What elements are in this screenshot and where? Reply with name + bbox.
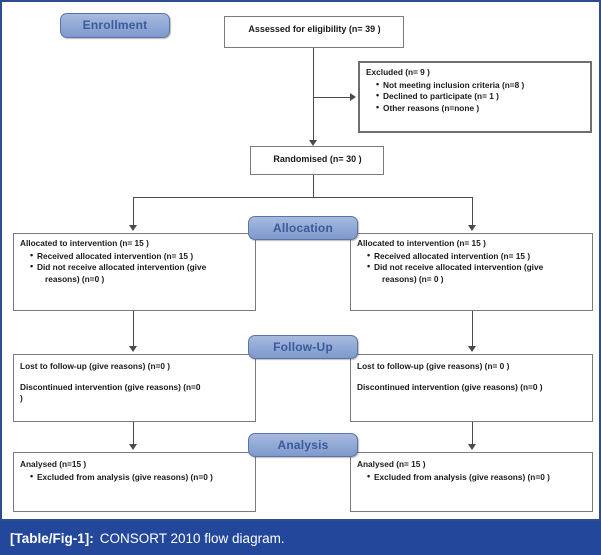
arrow-to-excluded	[350, 93, 356, 101]
analysis-right-item: Excluded from analysis (give reasons) (n…	[367, 471, 587, 484]
assessed-text: Assessed for eligibility (n= 39 )	[248, 24, 381, 34]
analysis-left-list: Excluded from analysis (give reasons) (n…	[20, 471, 250, 484]
figure-caption-bar: [Table/Fig-1]: CONSORT 2010 flow diagram…	[0, 521, 601, 555]
connector-to-excluded	[313, 97, 350, 98]
followup-left-lost: Lost to follow-up (give reasons) (n=0 )	[20, 361, 171, 371]
randomised-text: Randomised (n= 30 )	[273, 154, 362, 164]
box-assessed-for-eligibility: Assessed for eligibility (n= 39 )	[224, 16, 404, 48]
analysis-right-list: Excluded from analysis (give reasons) (n…	[357, 471, 587, 484]
connector-assessed-trunk	[313, 48, 314, 140]
stage-label-analysis: Analysis	[277, 438, 329, 452]
connector-allocation-split	[133, 197, 473, 198]
connector-randomised-down	[313, 175, 314, 197]
allocation-left-item-wrap: reasons) (n=0 )	[45, 273, 105, 284]
box-followup-left: Lost to follow-up (give reasons) (n=0 ) …	[13, 354, 256, 422]
arrow-to-analysis-right	[468, 444, 476, 450]
connector-followup-right-to-analysis	[472, 422, 473, 446]
excluded-reason-item: Declined to participate (n= 1 )	[376, 90, 585, 103]
connector-followup-left-to-analysis	[133, 422, 134, 446]
stage-pill-enrollment: Enrollment	[60, 13, 170, 38]
box-analysis-left: Analysed (n=15 ) Excluded from analysis …	[13, 452, 256, 512]
allocation-right-list: Received allocated intervention (n= 15 )…	[357, 250, 587, 286]
analysis-right-title: Analysed (n= 15 )	[357, 459, 426, 469]
connector-split-right-drop	[472, 197, 473, 225]
excluded-reason-item: Not meeting inclusion criteria (n=8 )	[376, 79, 585, 92]
connector-allocation-left-to-followup	[133, 311, 134, 348]
stage-pill-allocation: Allocation	[248, 216, 358, 240]
allocation-left-list: Received allocated intervention (n= 15 )…	[20, 250, 250, 286]
box-allocation-left: Allocated to intervention (n= 15 ) Recei…	[13, 233, 256, 311]
arrow-to-allocation-right	[468, 225, 476, 231]
spacer	[357, 373, 587, 382]
connector-allocation-right-to-followup	[472, 311, 473, 348]
analysis-left-item: Excluded from analysis (give reasons) (n…	[30, 471, 250, 484]
box-analysis-right: Analysed (n= 15 ) Excluded from analysis…	[350, 452, 593, 512]
figure-caption-text: CONSORT 2010 flow diagram.	[99, 530, 285, 546]
followup-left-discontinued-wrap: )	[20, 393, 23, 403]
arrow-to-followup-left	[129, 346, 137, 352]
diagram-frame: Enrollment Allocation Follow-Up Analysis…	[0, 0, 601, 521]
allocation-right-item: Did not receive allocated intervention (…	[367, 261, 587, 285]
allocation-right-item-text: Did not receive allocated intervention (…	[374, 262, 544, 272]
excluded-title: Excluded (n= 9 )	[366, 67, 430, 77]
allocation-left-item: Did not receive allocated intervention (…	[30, 261, 250, 285]
allocation-right-item: Received allocated intervention (n= 15 )	[367, 250, 587, 263]
arrow-to-allocation-left	[129, 225, 137, 231]
figure-caption-label: [Table/Fig-1]:	[10, 530, 94, 546]
allocation-right-item-wrap: reasons) (n= 0 )	[382, 273, 444, 284]
allocation-left-title: Allocated to intervention (n= 15 )	[20, 238, 149, 248]
followup-right-lost: Lost to follow-up (give reasons) (n= 0 )	[357, 361, 510, 371]
analysis-left-title: Analysed (n=15 )	[20, 459, 87, 469]
followup-right-discontinued: Discontinued intervention (give reasons)…	[357, 381, 543, 392]
arrow-to-analysis-left	[129, 444, 137, 450]
arrow-to-followup-right	[468, 346, 476, 352]
allocation-left-item-text: Did not receive allocated intervention (…	[37, 262, 207, 272]
box-excluded: Excluded (n= 9 ) Not meeting inclusion c…	[358, 61, 592, 133]
stage-label-allocation: Allocation	[272, 221, 333, 235]
box-randomised: Randomised (n= 30 )	[250, 146, 384, 175]
box-allocation-right: Allocated to intervention (n= 15 ) Recei…	[350, 233, 593, 311]
connector-split-left-drop	[133, 197, 134, 225]
excluded-reason-item: Other reasons (n=none )	[376, 102, 585, 115]
arrow-assessed-to-randomised	[309, 140, 317, 146]
stage-label-enrollment: Enrollment	[82, 18, 148, 32]
allocation-left-item: Received allocated intervention (n= 15 )	[30, 250, 250, 263]
spacer	[20, 373, 250, 382]
excluded-reason-list: Not meeting inclusion criteria (n=8 ) De…	[366, 79, 585, 115]
box-followup-right: Lost to follow-up (give reasons) (n= 0 )…	[350, 354, 593, 422]
stage-label-followup: Follow-Up	[273, 340, 333, 354]
stage-pill-followup: Follow-Up	[248, 335, 358, 359]
stage-pill-analysis: Analysis	[248, 433, 358, 457]
followup-left-discontinued: Discontinued intervention (give reasons)…	[20, 381, 201, 392]
allocation-right-title: Allocated to intervention (n= 15 )	[357, 238, 486, 248]
